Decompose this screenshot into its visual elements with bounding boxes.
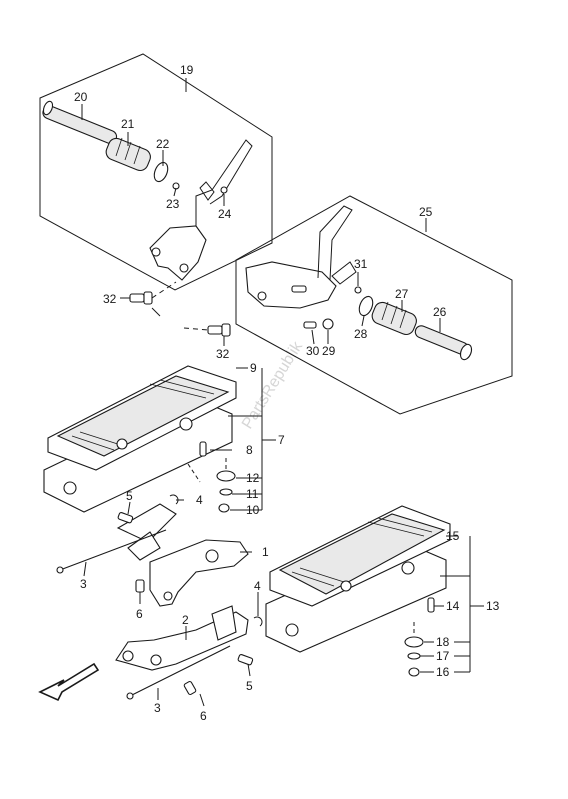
- callout-24: 24: [218, 207, 232, 221]
- footboard-rubber-9: [56, 375, 230, 457]
- callout-31: 31: [354, 257, 368, 271]
- callout-26: 26: [433, 305, 447, 319]
- callout-30: 30: [306, 344, 320, 358]
- bolt-6-upper: [135, 579, 145, 593]
- callout-29: 29: [322, 344, 336, 358]
- footpeg-rubber-27: [371, 301, 417, 336]
- spring-pin-5-lower: [237, 654, 254, 666]
- shaft-3-lower: [129, 645, 231, 697]
- callout-32-upper: 32: [103, 292, 117, 306]
- footboard-right-13: [265, 505, 451, 653]
- callout-18: 18: [436, 635, 450, 649]
- callout-28: 28: [354, 327, 368, 341]
- callout-7: 7: [278, 433, 285, 447]
- footpeg-rubber-21: [105, 137, 151, 172]
- washer-18: [404, 636, 424, 648]
- bolt-6-lower: [183, 680, 197, 696]
- bolt-30: [303, 321, 317, 329]
- washer-11: [219, 488, 233, 496]
- callout-8: 8: [246, 443, 253, 457]
- watermark: PartsRepublik: [239, 338, 307, 432]
- callout-27: 27: [395, 287, 409, 301]
- callout-9: 9: [250, 361, 257, 375]
- nut-10: [218, 503, 230, 513]
- callout-12: 12: [246, 471, 260, 485]
- footpeg-rod-20: [42, 105, 118, 145]
- callout-4-lower: 4: [254, 579, 261, 593]
- box-19-group: [39, 53, 273, 291]
- callout-17: 17: [436, 649, 450, 663]
- bolt-32-lower: [207, 323, 231, 337]
- callout-6-lower: 6: [200, 709, 207, 723]
- clip-4-lower: [253, 616, 263, 627]
- callout-22: 22: [156, 137, 170, 151]
- callout-19: 19: [180, 63, 194, 77]
- callout-3-upper: 3: [80, 577, 87, 591]
- bolt-8: [199, 441, 207, 457]
- spring-pin-5-upper: [117, 512, 134, 524]
- callout-labels: 19 20 21 22 23 24 25 31 27 26 28 30 29 3…: [74, 63, 500, 723]
- footboard-bracket-1: [116, 503, 249, 607]
- callout-21: 21: [121, 117, 135, 131]
- front-direction-arrow-icon: [38, 662, 100, 702]
- callout-32-lower: 32: [216, 347, 230, 361]
- callout-5-upper: 5: [126, 489, 133, 503]
- bolt-32-upper: [129, 291, 153, 305]
- callout-3-lower: 3: [154, 701, 161, 715]
- callout-14: 14: [446, 599, 460, 613]
- footpeg-bracket-25: [245, 261, 337, 309]
- callout-20: 20: [74, 90, 88, 104]
- callout-4-upper: 4: [196, 493, 203, 507]
- washer-28: [358, 295, 374, 317]
- bolt-14: [427, 597, 435, 613]
- clip-4-upper: [169, 494, 179, 505]
- leader-lines: [81, 78, 484, 707]
- footboard-rubber-15: [278, 513, 446, 595]
- footpeg-bracket-19: [149, 225, 207, 281]
- nut-16: [408, 667, 420, 677]
- washer-22: [153, 161, 169, 183]
- callout-2: 2: [182, 613, 189, 627]
- callout-25: 25: [419, 205, 433, 219]
- callout-1: 1: [262, 545, 269, 559]
- callout-23: 23: [166, 197, 180, 211]
- callout-10: 10: [246, 503, 260, 517]
- callout-5-lower: 5: [246, 679, 253, 693]
- callout-13: 13: [486, 599, 500, 613]
- callout-15: 15: [446, 529, 460, 543]
- callout-11: 11: [246, 487, 259, 501]
- washer-17: [407, 652, 421, 660]
- nut-29: [322, 318, 334, 330]
- footboard-bracket-2: [115, 605, 249, 671]
- shaft-3-upper: [59, 529, 167, 571]
- callout-16: 16: [436, 665, 450, 679]
- washer-12: [216, 470, 236, 482]
- callout-6-upper: 6: [136, 607, 143, 621]
- footboard-left-7: [43, 365, 237, 513]
- box-25-group: [235, 195, 513, 415]
